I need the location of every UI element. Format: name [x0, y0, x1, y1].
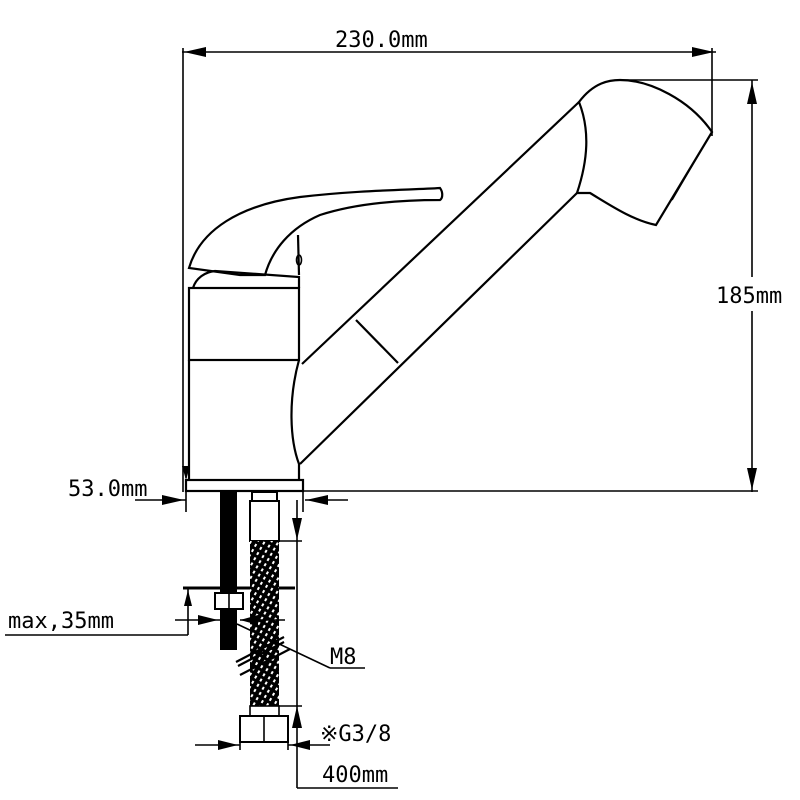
deck-thickness-dimension: max,35mm — [5, 588, 285, 636]
spray-head — [575, 78, 714, 227]
width-label: 230.0mm — [335, 28, 428, 53]
lever-handle — [187, 186, 444, 289]
pull-out-spout — [299, 101, 580, 465]
base-label: 53.0mm — [68, 477, 147, 502]
braided-hose — [235, 491, 291, 743]
faucet-body — [184, 286, 305, 493]
thread-label: M8 — [330, 645, 357, 670]
width-dimension: 230.0mm — [182, 28, 716, 492]
height-dimension: 185mm — [300, 79, 792, 492]
hose-length-label: 400mm — [322, 763, 388, 788]
mounting-stud — [214, 492, 244, 650]
base-dimension: 53.0mm — [68, 466, 348, 512]
hose-connection-label: ※G3/8 — [320, 722, 391, 747]
height-label: 185mm — [716, 284, 782, 309]
deck-thickness-label: max,35mm — [8, 609, 114, 634]
hose-connection-dimension: ※G3/8 — [195, 722, 391, 750]
hose-length-dimension: 400mm — [279, 500, 398, 789]
thread-callout: M8 — [236, 623, 365, 670]
